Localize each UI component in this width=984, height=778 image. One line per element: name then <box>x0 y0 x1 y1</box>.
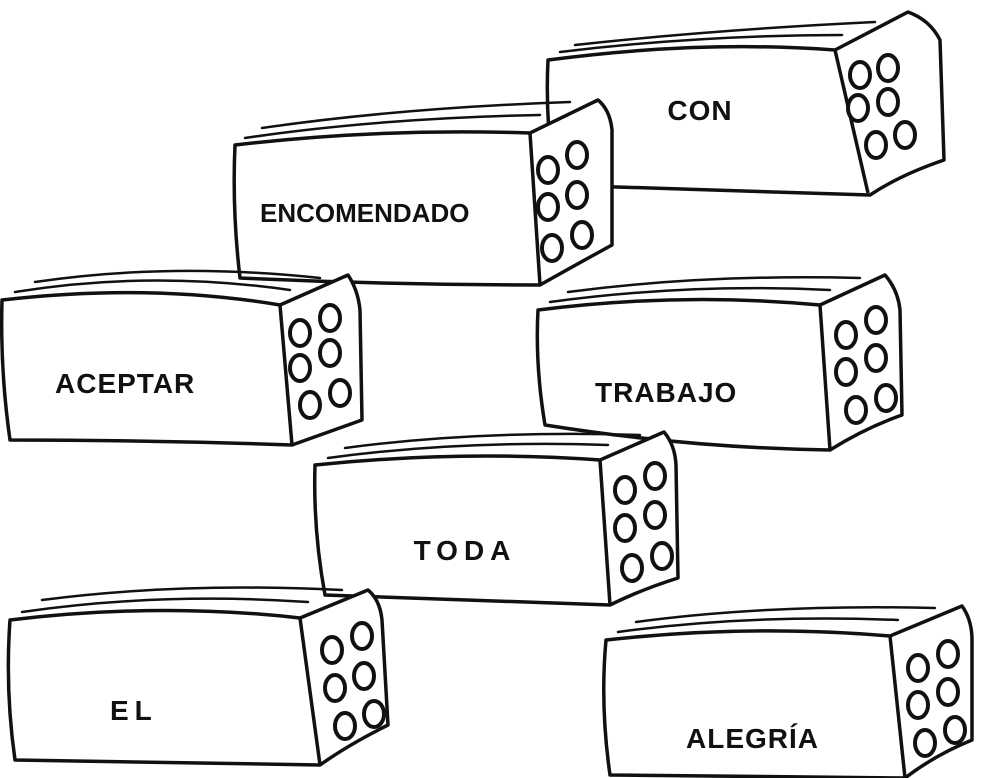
brick-word: ACEPTAR <box>55 368 195 399</box>
brick-icon <box>6 588 390 767</box>
brick-icon <box>0 273 364 447</box>
brick-icon <box>535 273 904 452</box>
brick-con[interactable]: CON <box>545 10 946 197</box>
hole-icon <box>536 140 594 263</box>
hole-icon <box>834 305 898 425</box>
brick-word: CON <box>667 95 732 126</box>
brick-encomendado[interactable]: ENCOMENDADO <box>232 98 614 287</box>
brick-word: ALEGRÍA <box>686 723 819 754</box>
brick-top-groove <box>566 276 862 294</box>
brick-word: ENCOMENDADO <box>260 198 469 228</box>
brick-word: TODA <box>414 535 517 566</box>
brick-top-groove <box>40 586 344 602</box>
brick-top-groove <box>20 597 310 614</box>
brick-top-groove <box>343 432 642 450</box>
brick-top-groove <box>326 442 610 460</box>
brick-word: EL <box>110 695 158 726</box>
brick-top-groove <box>13 279 292 294</box>
brick-word: TRABAJO <box>595 377 737 408</box>
hole-icon <box>320 621 386 741</box>
hole-icon <box>613 461 674 583</box>
brick-top-groove <box>260 100 572 130</box>
brick-top-groove <box>634 606 937 624</box>
brick-trabajo[interactable]: TRABAJO <box>535 273 904 452</box>
brick-aceptar[interactable]: ACEPTAR <box>0 269 364 447</box>
brick-toda[interactable]: TODA <box>312 430 680 607</box>
hole-icon <box>846 53 917 160</box>
brick-top-groove <box>33 269 322 284</box>
brick-icon <box>232 98 614 287</box>
brick-top-groove <box>573 20 877 47</box>
brick-top-groove <box>243 113 542 140</box>
brick-top-groove <box>558 33 844 54</box>
brick-alegria[interactable]: ALEGRÍA <box>602 604 974 778</box>
hole-icon <box>906 639 967 758</box>
brick-top-groove <box>616 617 900 634</box>
brick-icon <box>602 604 974 778</box>
brick-el[interactable]: EL <box>6 586 390 767</box>
hole-icon <box>288 303 352 420</box>
brick-top-groove <box>548 286 832 304</box>
